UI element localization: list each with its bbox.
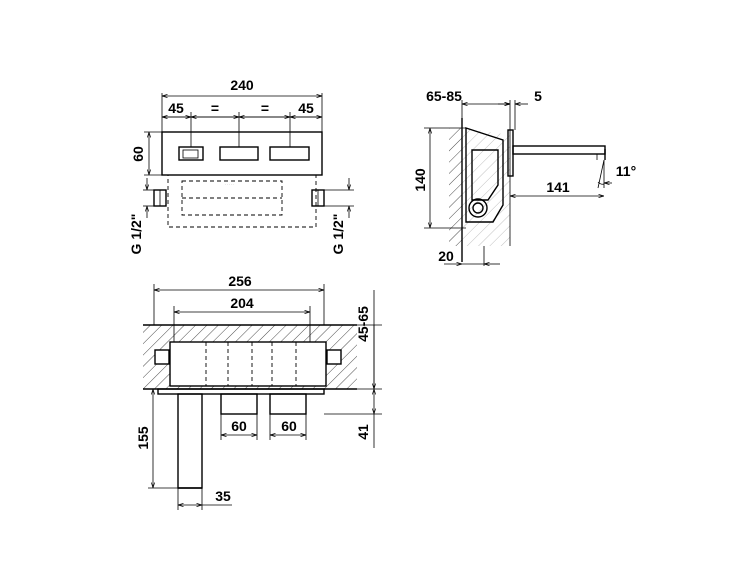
front-view: 256 204 45-65 41 60 60 155: [135, 273, 382, 510]
dim-thread-left: G 1/2": [128, 214, 144, 255]
dim-top-left-offset: 45: [168, 100, 184, 116]
dim-top-equal-2: =: [261, 100, 269, 116]
side-wall-hatch-outer: [449, 128, 462, 246]
side-body-inner: [471, 149, 499, 201]
top-inner-body: [181, 180, 283, 216]
top-cutout-middle: [219, 146, 259, 161]
dim-side-wall-range: 65-85: [426, 88, 462, 104]
dim-side-projection: 141: [546, 179, 570, 195]
dim-front-handle-2: 60: [281, 418, 297, 434]
dim-top-right-offset: 45: [298, 100, 314, 116]
dim-thread-right: G 1/2": [330, 214, 346, 255]
dim-front-depth: 45-65: [355, 306, 371, 342]
dim-side-height: 140: [412, 168, 428, 192]
side-body: [465, 127, 504, 223]
top-faceplate: [161, 131, 323, 176]
top-cutout-right: [269, 146, 310, 161]
dim-top-equal-1: =: [211, 100, 219, 116]
front-handle-right: [269, 393, 307, 415]
side-spout: [512, 145, 606, 155]
front-spout: [177, 393, 203, 489]
dim-front-spout-height: 155: [135, 426, 151, 450]
front-faceplate: [157, 388, 325, 395]
side-view: 65-85 5 140 11° 141 20: [412, 88, 636, 266]
front-inlet-left: [154, 349, 170, 365]
dim-side-wall-offset: 20: [438, 248, 454, 264]
dim-front-lower-depth: 41: [355, 424, 371, 440]
dim-top-height: 60: [130, 146, 146, 162]
top-view: · · · · · 240 45 = = 45 60 G 1/2": [128, 77, 354, 254]
dim-side-gap: 5: [534, 88, 542, 104]
top-cutout-left-inner: [182, 149, 199, 159]
dim-front-handle-1: 60: [231, 418, 247, 434]
dim-front-spout-width: 35: [215, 488, 231, 504]
front-handle-left: [220, 393, 258, 415]
dim-top-overall: 240: [230, 77, 254, 93]
dim-side-angle: 11°: [616, 163, 636, 179]
body-label: · · · · ·: [225, 182, 234, 186]
side-cartridge-inner: [472, 202, 484, 214]
dim-front-inner: 204: [230, 295, 254, 311]
top-concealed-body: [167, 174, 317, 228]
dim-front-overall: 256: [228, 273, 252, 289]
front-body: [169, 341, 327, 387]
side-cartridge-outer: [468, 198, 488, 218]
front-inlet-right: [326, 349, 342, 365]
